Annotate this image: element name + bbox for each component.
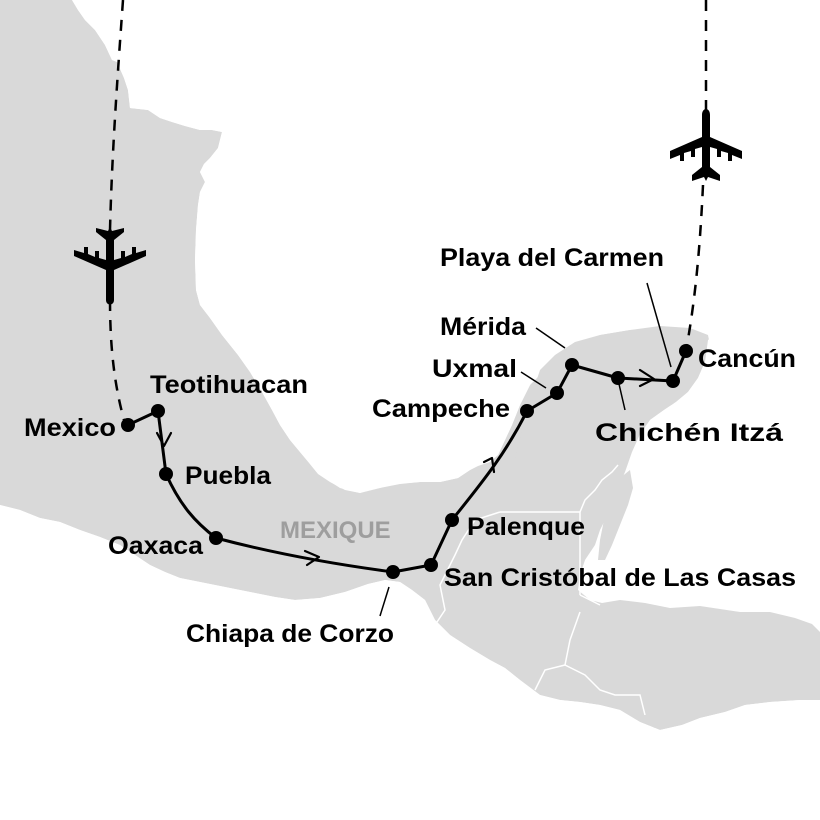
landmass-central-america [575,600,820,728]
stop-label-cancun: Cancún [698,345,796,373]
stop-dot-mexico[interactable] [121,418,135,432]
gulf-of-mexico [72,0,820,493]
direction-arrow [482,456,496,474]
stop-label-merida: Mérida [440,313,527,341]
airplane-icon [670,109,742,181]
landmass-yucatan [495,326,710,565]
leader-uxmal [520,371,547,389]
stop-label-chichen-itza: Chichén Itzá [595,419,783,447]
flight-path-arrival-lower [108,299,126,421]
leader-playa [646,282,672,368]
stop-label-playa-del-carmen: Playa del Carmen [440,244,664,272]
caribbean-sea [610,330,820,632]
leader-chichen [618,383,626,411]
stop-label-teotihuacan: Teotihuacan [150,371,308,399]
landmass-mexico [0,0,820,730]
stop-dot-campeche[interactable] [520,404,534,418]
leader-merida [535,327,566,349]
stop-dot-chichen-itza[interactable] [611,371,625,385]
stop-dot-chiapa[interactable] [386,565,400,579]
stop-dot-cancun[interactable] [679,344,693,358]
landmass-belize [598,470,633,560]
airplane-icon [74,227,146,305]
stop-label-mexico: Mexico [24,414,116,442]
direction-arrow [303,549,321,567]
stop-dot-playa-del-carmen[interactable] [666,374,680,388]
stop-label-campeche: Campeche [372,395,510,423]
stop-dot-palenque[interactable] [445,513,459,527]
direction-arrow [638,368,656,388]
stop-label-palenque: Palenque [467,513,585,541]
country-label: MEXIQUE [280,517,391,544]
stop-dot-merida[interactable] [565,358,579,372]
stop-label-uxmal: Uxmal [432,355,517,383]
stop-label-oaxaca: Oaxaca [108,532,204,560]
flight-path-arrival [108,0,125,231]
flight-path-departure-lower [685,184,705,346]
stop-label-chiapa: Chiapa de Corzo [186,620,394,648]
stop-dot-uxmal[interactable] [550,386,564,400]
itinerary-route [126,349,688,574]
direction-arrow [155,431,173,448]
stop-label-puebla: Puebla [185,462,272,490]
border-salvador [564,664,646,716]
leader-chiapa [379,586,390,617]
stop-markers [121,344,693,579]
stop-dot-san-cristobal[interactable] [424,558,438,572]
stop-dot-teotihuacan[interactable] [151,404,165,418]
stop-dot-oaxaca[interactable] [209,531,223,545]
pacific-ocean [0,505,820,820]
stop-dot-puebla[interactable] [159,467,173,481]
border-belize [579,464,619,513]
stop-label-san-cristobal: San Cristóbal de Las Casas [444,564,796,592]
